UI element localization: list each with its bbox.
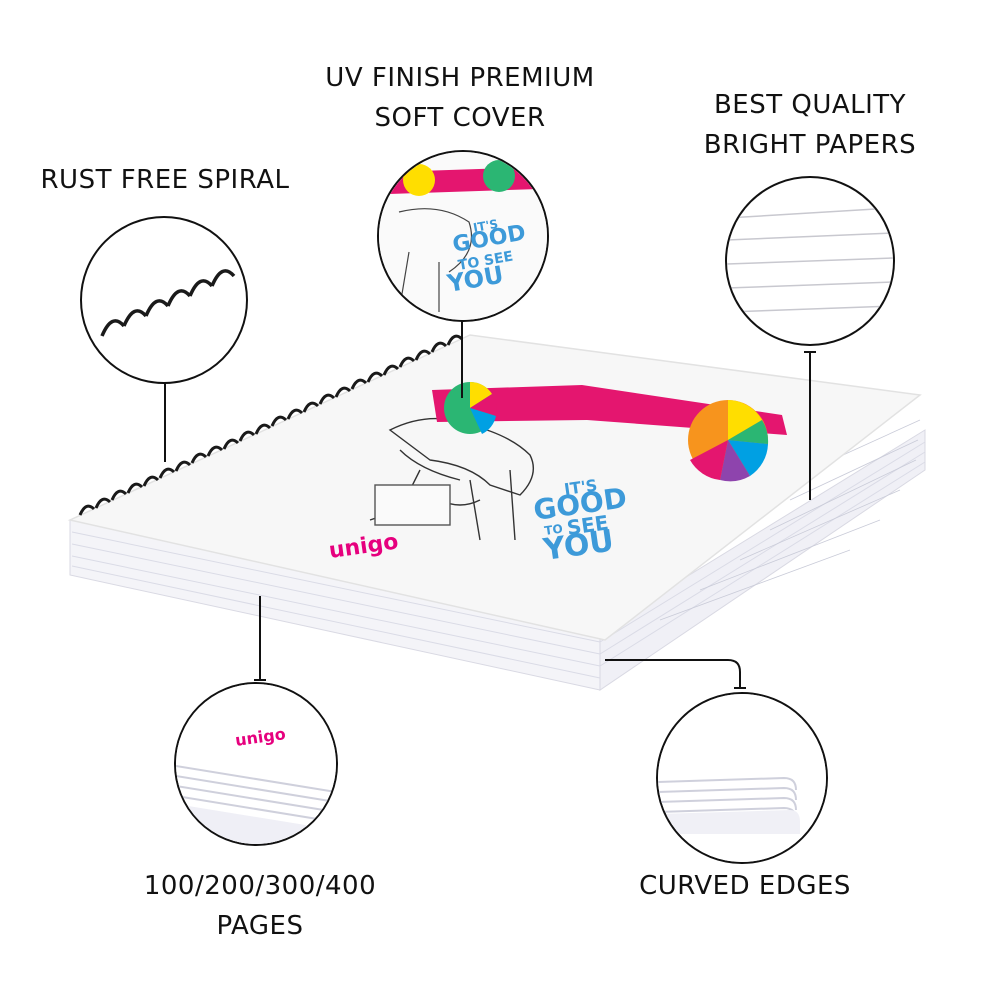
paper-label-line1: BEST QUALITY <box>713 90 907 120</box>
slogan-see: SEE <box>565 510 610 540</box>
paper-label-line2: BRIGHT PAPERS <box>703 130 917 160</box>
cover-closeup-icon: IT'S GOOD TO SEE YOU <box>379 152 547 320</box>
spiral-closeup-icon <box>100 269 236 337</box>
cover-label: UV FINISH PREMIUM SOFT COVER <box>300 58 620 138</box>
spiral-binding <box>78 334 464 516</box>
pages-label-line1: 100/200/300/400 <box>143 871 377 901</box>
curved-edge-closeup-icon <box>658 694 826 862</box>
pages-label-line2: PAGES <box>216 911 304 941</box>
connector-lines <box>159 313 816 689</box>
slogan-its: IT'S <box>563 476 599 499</box>
ruled-paper-icon <box>727 207 893 313</box>
giraffe-sketch <box>369 417 534 541</box>
pages-label: 100/200/300/400 PAGES <box>110 866 410 946</box>
spiral-label: RUST FREE SPIRAL <box>40 165 290 195</box>
page-stack-lines <box>71 441 926 679</box>
cover-detail-circle: IT'S GOOD TO SEE YOU <box>377 150 549 322</box>
slogan-to: TO <box>543 522 563 538</box>
paper-detail-circle <box>725 176 895 346</box>
paper-label: BEST QUALITY BRIGHT PAPERS <box>680 85 940 165</box>
sunglasses <box>432 381 787 482</box>
cover-label-line1: UV FINISH PREMIUM <box>325 63 595 93</box>
cover-label-line2: SOFT COVER <box>374 103 546 133</box>
pages-detail-circle: unigo <box>174 682 338 846</box>
page-stack-closeup-icon: unigo <box>176 684 336 844</box>
edges-label: CURVED EDGES <box>639 871 851 901</box>
edges-detail-circle <box>656 692 828 864</box>
spiral-detail-circle <box>80 216 248 384</box>
svg-text:IT'S: IT'S <box>472 217 499 235</box>
